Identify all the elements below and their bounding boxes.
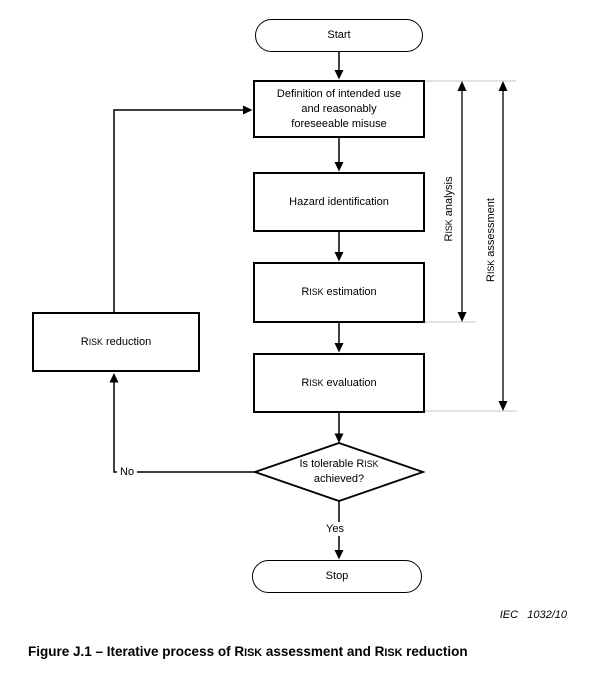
- risk-estimation-label: RISK estimation: [301, 286, 377, 298]
- risk-analysis-bracket-arrow: [457, 81, 467, 322]
- no-loop-arrow: [109, 373, 255, 473]
- yes-edge-label: Yes: [323, 522, 347, 536]
- decision-diamond-shape: [252, 442, 426, 502]
- start-node: Start: [255, 19, 423, 52]
- risk-estimation-box: RISK estimation: [253, 262, 425, 323]
- feedback-arrow: [113, 105, 253, 312]
- definition-of-intended-use-box: Definition of intended use and reasonabl…: [253, 80, 425, 138]
- hazard-identification-label: Hazard identification: [289, 195, 389, 208]
- decision-diamond: Is tolerable RISK achieved?: [277, 449, 401, 495]
- bracket-extension-lines: [425, 80, 517, 412]
- definition-label: Definition of intended use and reasonabl…: [276, 87, 402, 130]
- risk-assessment-bracket-arrow: [498, 81, 508, 411]
- decision-label: Is tolerable RISK achieved?: [299, 458, 379, 485]
- risk-reduction-box: RISK reduction: [32, 312, 200, 372]
- risk-reduction-label: RISK reduction: [80, 335, 152, 348]
- risk-assessment-bracket-label: RISK assessment: [485, 198, 497, 282]
- stop-node: Stop: [252, 560, 422, 593]
- start-label: Start: [327, 29, 351, 41]
- no-edge-label: No: [117, 465, 138, 479]
- hazard-identification-box: Hazard identification: [253, 172, 425, 232]
- risk-analysis-bracket-label: RISK analysis: [443, 176, 455, 242]
- figure-caption: Figure J.1 – Iterative process of RISK a…: [28, 644, 468, 659]
- stop-label: Stop: [325, 570, 349, 582]
- risk-evaluation-box: RISK evaluation: [253, 353, 425, 413]
- iec-document-reference: IEC 1032/10: [499, 609, 567, 621]
- risk-evaluation-label: RISK evaluation: [301, 376, 377, 389]
